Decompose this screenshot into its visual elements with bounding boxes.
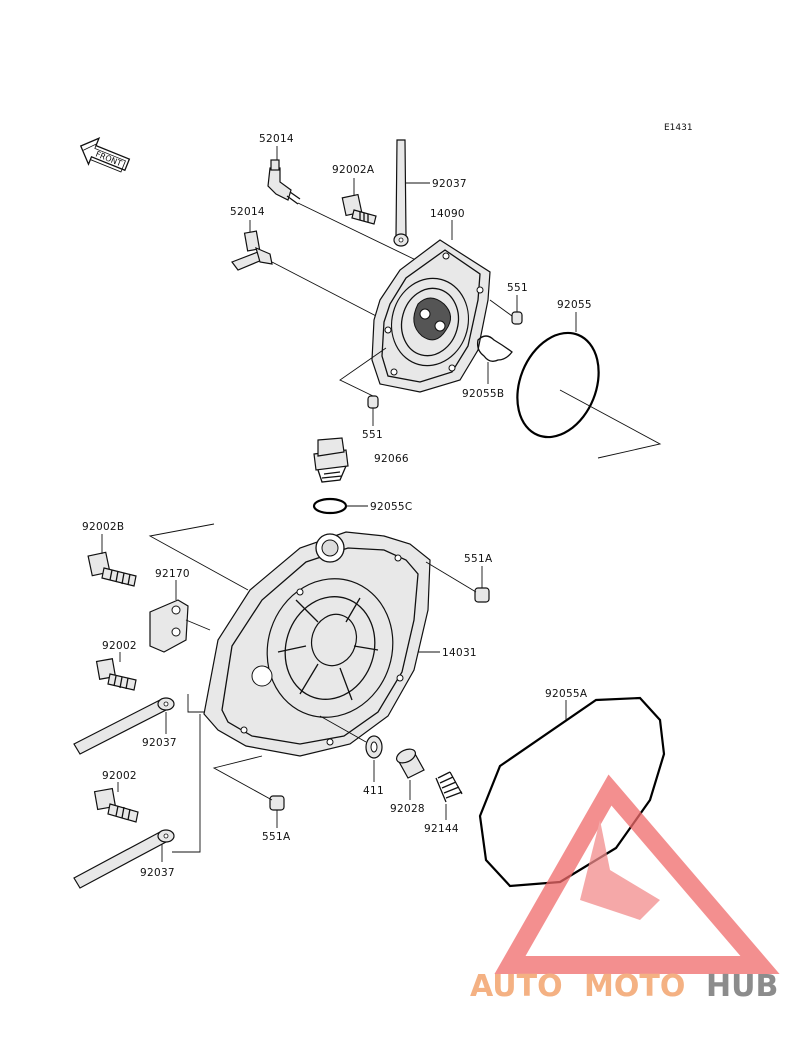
label-411: 411	[363, 785, 384, 797]
bolt-92002a	[341, 193, 377, 225]
elbow-fitting-mid	[231, 230, 273, 271]
bolt-92002-b	[93, 787, 139, 823]
label-92055b: 92055B	[462, 388, 504, 400]
label-92028: 92028	[390, 803, 425, 815]
svg-text:HUB: HUB	[706, 969, 778, 1004]
o-ring-92055c	[312, 497, 348, 515]
label-14090: 14090	[430, 208, 465, 220]
stud-rod-mid	[73, 697, 175, 755]
svg-text:AUTO: AUTO	[470, 969, 563, 1004]
label-92037-top: 92037	[432, 178, 467, 190]
bolt-92002b	[87, 551, 137, 587]
label-52014-mid: 52014	[230, 206, 265, 218]
bushing-92028	[395, 748, 425, 779]
watermark-text: AUTO MOTO HUB	[470, 969, 778, 1004]
label-92002-a: 92002	[102, 640, 137, 652]
label-92037-bottom: 92037	[140, 867, 175, 879]
spring-92144	[435, 771, 463, 803]
label-551a-bottom: 551A	[262, 831, 291, 843]
dowel-pin-551a-bottom	[269, 795, 285, 811]
label-551a-right: 551A	[464, 553, 493, 565]
label-92055a: 92055A	[545, 688, 588, 700]
diagram-code: E1431	[664, 123, 693, 133]
washer-411	[365, 735, 383, 759]
label-92002a: 92002A	[332, 164, 375, 176]
bolt-92002-a	[95, 658, 137, 691]
label-92055c: 92055C	[370, 501, 413, 513]
label-551-bottom: 551	[362, 429, 383, 441]
dowel-pin-551-bottom	[367, 395, 379, 409]
dowel-pin-551-right	[511, 311, 523, 325]
cover-plate-14090	[371, 239, 491, 393]
gasket-92055b	[476, 335, 513, 362]
label-14031: 14031	[442, 647, 477, 659]
clutch-cover-14031	[203, 531, 431, 757]
label-92037-mid: 92037	[142, 737, 177, 749]
svg-text:MOTO: MOTO	[584, 969, 685, 1004]
front-label: FRONT	[94, 150, 123, 169]
stud-rod-top	[393, 139, 409, 247]
stud-rod-bottom	[73, 829, 175, 889]
label-92066: 92066	[374, 453, 409, 465]
label-92055: 92055	[557, 299, 592, 311]
elbow-fitting-top	[267, 159, 301, 205]
o-ring-92055	[516, 331, 600, 439]
label-92170: 92170	[155, 568, 190, 580]
label-92144: 92144	[424, 823, 459, 835]
dowel-pin-551a-right	[474, 587, 490, 603]
label-52014-top: 52014	[259, 133, 294, 145]
watermark-logo	[494, 774, 780, 974]
front-arrow-icon: FRONT	[79, 137, 131, 173]
bracket-92170	[149, 599, 189, 653]
label-551-right: 551	[507, 282, 528, 294]
label-92002b: 92002B	[82, 521, 124, 533]
drain-plug-92066	[313, 437, 349, 483]
label-92002-b: 92002	[102, 770, 137, 782]
